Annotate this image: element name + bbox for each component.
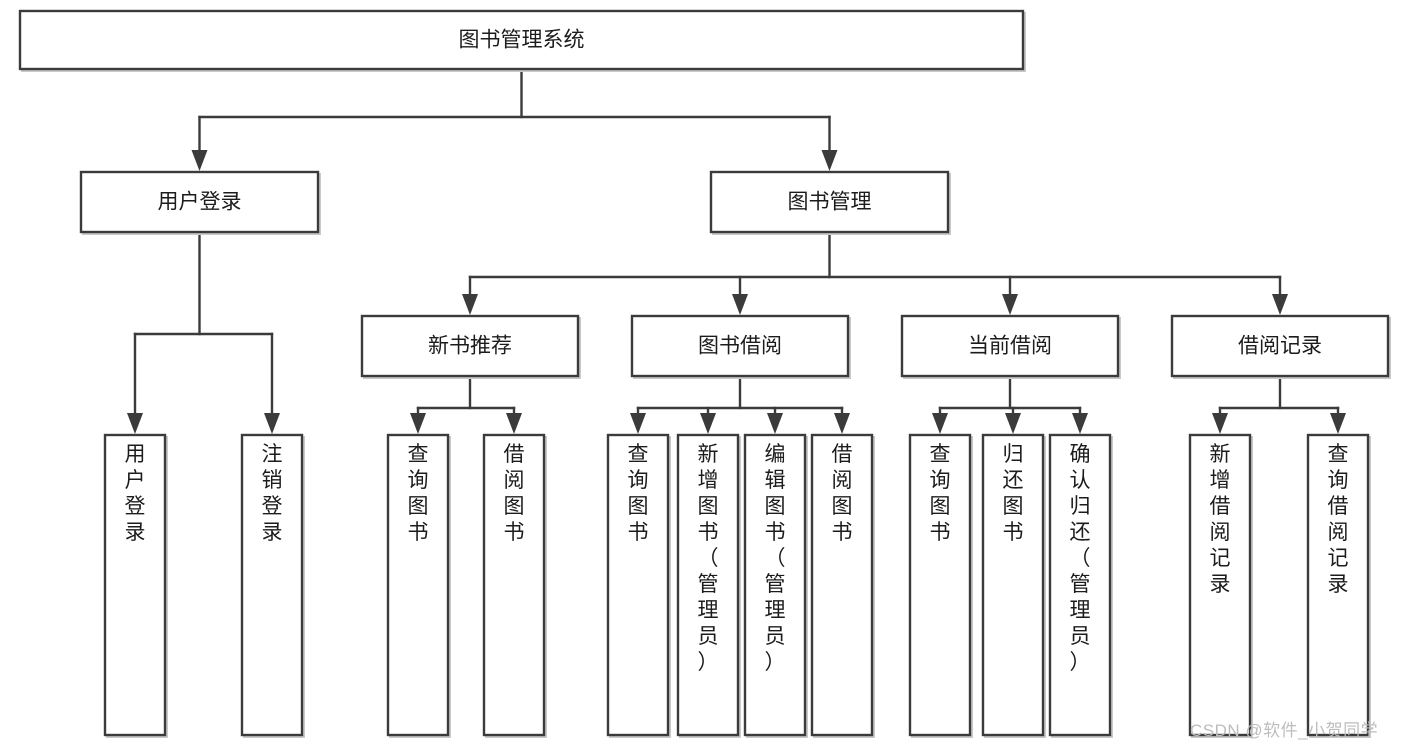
arrow-head-icon <box>127 413 143 434</box>
node-leaf-add-book-admin[interactable]: 新增图书（管理员） <box>676 433 741 738</box>
connector-root-to-level2 <box>191 67 838 171</box>
node-rect[interactable] <box>981 433 1045 737</box>
node-rect[interactable] <box>1048 433 1112 737</box>
node-label: 新增图书（管理员） <box>698 443 719 674</box>
node-rect[interactable] <box>386 433 450 737</box>
node-label: 查询借阅记录 <box>1328 443 1349 596</box>
node-label: 编辑图书（管理员） <box>765 443 786 674</box>
connector-current-borrow-to-leaves <box>932 374 1088 434</box>
node-label: 图书借阅 <box>698 335 782 358</box>
node-root[interactable]: 图书管理系统 <box>18 9 1026 72</box>
node-leaf-query-borrow-record[interactable]: 查询借阅记录 <box>1306 433 1371 738</box>
node-new-book-recommend[interactable]: 新书推荐 <box>360 314 581 379</box>
node-rect[interactable] <box>630 314 850 378</box>
arrow-head-icon <box>821 150 838 171</box>
node-label: 图书管理系统 <box>459 29 585 52</box>
node-label: 查询图书 <box>930 443 951 544</box>
node-rect[interactable] <box>79 170 320 234</box>
node-rect[interactable] <box>743 433 807 737</box>
arrow-head-icon <box>767 413 783 434</box>
node-rect[interactable] <box>606 433 670 737</box>
arrow-head-icon <box>700 413 716 434</box>
connector-layer <box>127 67 1346 434</box>
node-label: 查询图书 <box>408 443 429 544</box>
arrow-head-icon <box>191 150 208 171</box>
arrow-head-icon <box>1005 413 1021 434</box>
node-label: 用户登录 <box>125 443 146 544</box>
node-rect[interactable] <box>810 433 874 737</box>
arrow-head-icon <box>732 294 748 315</box>
node-label: 用户登录 <box>158 191 242 214</box>
node-rect[interactable] <box>1306 433 1370 737</box>
node-rect[interactable] <box>1170 314 1390 378</box>
node-rect[interactable] <box>103 433 167 737</box>
node-label: 归还图书 <box>1003 443 1024 544</box>
arrow-head-icon <box>1072 413 1088 434</box>
node-leaf-edit-book-admin[interactable]: 编辑图书（管理员） <box>743 433 808 738</box>
node-label: 确认归还（管理员） <box>1070 443 1091 674</box>
node-user-login[interactable]: 用户登录 <box>79 170 321 235</box>
connector-borrow-record-to-leaves <box>1212 374 1346 434</box>
arrow-head-icon <box>834 413 850 434</box>
node-leaf-confirm-return-admin[interactable]: 确认归还（管理员） <box>1048 433 1113 738</box>
node-rect[interactable] <box>240 433 304 737</box>
node-leaf-user-logout[interactable]: 注销登录 <box>240 433 305 738</box>
node-layer: 图书管理系统用户登录图书管理新书推荐图书借阅当前借阅借阅记录用户登录注销登录查询… <box>18 9 1391 738</box>
node-book-borrow[interactable]: 图书借阅 <box>630 314 851 379</box>
node-leaf-return-book[interactable]: 归还图书 <box>981 433 1046 738</box>
node-label: 查询图书 <box>628 443 649 544</box>
node-leaf-borrow-book-rec[interactable]: 借阅图书 <box>482 433 547 738</box>
arrow-head-icon <box>630 413 646 434</box>
node-label: 借阅图书 <box>832 443 853 544</box>
arrow-head-icon <box>506 413 522 434</box>
node-rect[interactable] <box>18 9 1025 71</box>
connector-new-book-recommend-to-leaves <box>410 374 522 434</box>
node-label: 图书管理 <box>788 191 872 214</box>
node-rect[interactable] <box>900 314 1120 378</box>
node-leaf-query-book-rec[interactable]: 查询图书 <box>386 433 451 738</box>
node-book-management[interactable]: 图书管理 <box>709 170 951 235</box>
node-label: 借阅记录 <box>1238 335 1322 358</box>
arrow-head-icon <box>1272 294 1288 315</box>
node-rect[interactable] <box>676 433 740 737</box>
node-rect[interactable] <box>482 433 546 737</box>
node-leaf-user-login[interactable]: 用户登录 <box>103 433 168 738</box>
node-rect[interactable] <box>908 433 972 737</box>
node-label: 新增借阅记录 <box>1210 443 1231 596</box>
node-label: 借阅图书 <box>504 443 525 544</box>
arrow-head-icon <box>1002 294 1018 315</box>
node-current-borrow[interactable]: 当前借阅 <box>900 314 1121 379</box>
node-rect[interactable] <box>709 170 950 234</box>
node-rect[interactable] <box>1188 433 1252 737</box>
arrow-head-icon <box>1212 413 1228 434</box>
arrow-head-icon <box>1330 413 1346 434</box>
node-label: 注销登录 <box>262 443 283 544</box>
node-leaf-query-book-borrow[interactable]: 查询图书 <box>606 433 671 738</box>
node-leaf-query-book-current[interactable]: 查询图书 <box>908 433 973 738</box>
node-label: 当前借阅 <box>968 335 1052 358</box>
connector-book-borrow-to-leaves <box>630 374 850 434</box>
node-label: 新书推荐 <box>428 335 512 358</box>
node-leaf-add-borrow-record[interactable]: 新增借阅记录 <box>1188 433 1253 738</box>
connector-book-management-to-level3 <box>462 230 1288 315</box>
node-rect[interactable] <box>360 314 580 378</box>
node-leaf-borrow-book[interactable]: 借阅图书 <box>810 433 875 738</box>
arrow-head-icon <box>932 413 948 434</box>
arrow-head-icon <box>410 413 426 434</box>
arrow-head-icon <box>462 294 478 315</box>
connector-user-login-to-leaves <box>127 230 280 434</box>
node-borrow-record[interactable]: 借阅记录 <box>1170 314 1391 379</box>
arrow-head-icon <box>264 413 280 434</box>
